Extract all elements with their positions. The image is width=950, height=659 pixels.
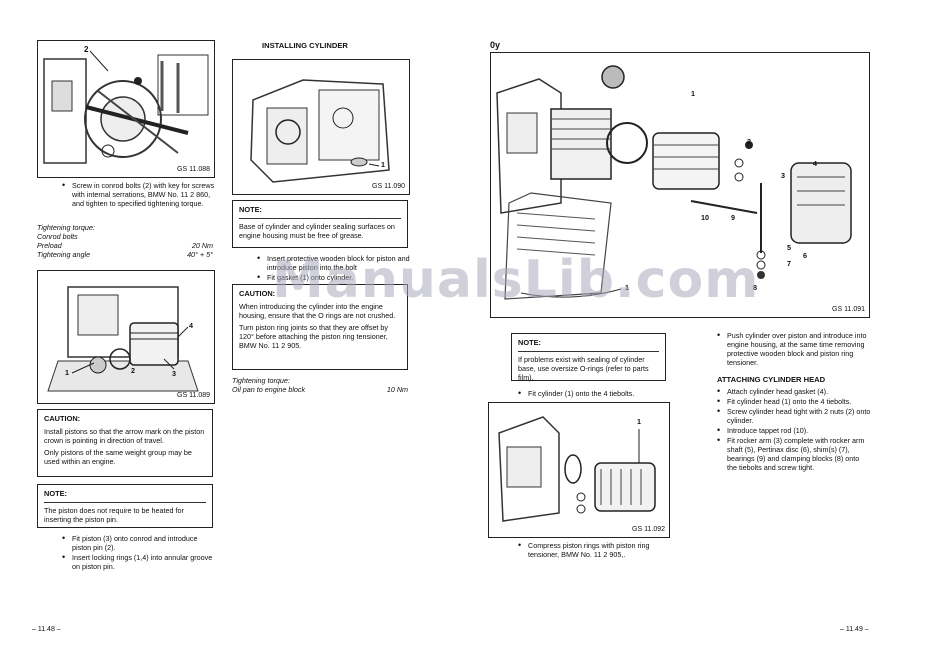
list-item: Push cylinder over piston and introduce … bbox=[717, 330, 871, 367]
torque-row-value: 40° + 5° bbox=[187, 250, 213, 259]
note-text: If problems exist with sealing of cylind… bbox=[518, 355, 649, 383]
figure-piston-install: 4 1 2 3 GS 11.089 bbox=[37, 270, 215, 404]
list-item: Fit rocker arm (3) complete with rocker … bbox=[717, 435, 871, 472]
push-cylinder-list: Push cylinder over piston and introduce … bbox=[717, 330, 871, 368]
figure-callout: 3 bbox=[781, 171, 785, 180]
compress-rings-list: Compress piston rings with piston ring t… bbox=[518, 540, 674, 560]
figure-label: GS 11.089 bbox=[177, 392, 210, 400]
caution-box-pistons: CAUTION: Install pistons so that the arr… bbox=[37, 409, 213, 477]
caution-box-cylinder: CAUTION: When introducing the cylinder i… bbox=[232, 284, 408, 370]
caution-title: CAUTION: bbox=[239, 289, 276, 298]
watermark: ManualsLib.com bbox=[272, 250, 760, 310]
note-box-cylinder-base: NOTE: Base of cylinder and cylinder seal… bbox=[232, 200, 408, 248]
conrod-bolts-illustration bbox=[43, 50, 209, 164]
caution-text: Install pistons so that the arrow mark o… bbox=[44, 427, 205, 446]
torque-row-value: 20 Nm bbox=[191, 241, 213, 250]
figure-callout: 6 bbox=[803, 251, 807, 260]
caution-title: CAUTION: bbox=[44, 414, 81, 423]
list-item: Screw cylinder head tight with 2 nuts (2… bbox=[717, 406, 871, 425]
attach-head-list: Attach cylinder head gasket (4). Fit cyl… bbox=[717, 386, 871, 473]
note-text: The piston does not require to be heated… bbox=[44, 506, 184, 525]
screw-instruction-list: Screw in conrod bolts (2) with key for s… bbox=[62, 180, 216, 209]
section-heading-attaching-head: ATTACHING CYLINDER HEAD bbox=[717, 375, 826, 384]
list-item: Fit cylinder head (1) onto the 4 tiebolt… bbox=[717, 396, 871, 407]
caution-text: When introducing the cylinder into the e… bbox=[239, 302, 396, 321]
torque-row-label: Oil pan to engine block bbox=[232, 385, 306, 394]
figure-label: GS 11.092 bbox=[632, 526, 665, 534]
figure-callout: 2 bbox=[747, 137, 751, 146]
figure-callout: 2 bbox=[131, 366, 135, 375]
list-item: Compress piston rings with piston ring t… bbox=[518, 540, 674, 559]
note-text: Base of cylinder and cylinder sealing su… bbox=[239, 222, 395, 241]
figure-callout: 10 bbox=[701, 213, 709, 222]
figure-callout: 7 bbox=[787, 259, 791, 268]
figure-label: GS 11.091 bbox=[832, 306, 865, 314]
figure-label: GS 11.088 bbox=[177, 166, 210, 174]
torque-row: Oil pan to engine block 10 Nm bbox=[232, 385, 408, 394]
figure-label: GS 11.090 bbox=[372, 183, 405, 191]
figure-callout: 9 bbox=[731, 213, 735, 222]
piston-instruction-list: Fit piston (3) onto conrod and introduce… bbox=[62, 533, 216, 572]
figure-callout: 1 bbox=[381, 160, 385, 169]
fit-cylinder-list: Fit cylinder (1) onto the 4 tiebolts. bbox=[518, 388, 668, 399]
cylinder-head-exploded-illustration bbox=[496, 65, 852, 300]
figure-fit-cylinder: 1 GS 11.092 bbox=[488, 402, 670, 538]
torque-spec-conrod: Tightening torque: Conrod bolts Preload … bbox=[37, 223, 213, 259]
torque-row-value: 10 Nm bbox=[386, 385, 408, 394]
list-item: Fit piston (3) onto conrod and introduce… bbox=[62, 533, 216, 552]
cylinder-gasket-illustration bbox=[250, 79, 390, 183]
list-item: Fit cylinder (1) onto the 4 tiebolts. bbox=[518, 388, 668, 399]
torque-row-label: Tightening angle bbox=[37, 250, 91, 259]
torque-row: Tightening angle 40° + 5° bbox=[37, 250, 213, 259]
figure-cylinder-gasket: 1 GS 11.090 bbox=[232, 59, 410, 195]
page-number-right: – 11.49 – bbox=[840, 626, 869, 633]
section-heading-installing-cylinder: INSTALLING CYLINDER bbox=[262, 41, 348, 50]
note-box-oversize-orings: NOTE: If problems exist with sealing of … bbox=[511, 333, 666, 383]
figure-callout: 8 bbox=[753, 283, 757, 292]
corner-mark: 0y bbox=[490, 40, 501, 50]
list-item: Screw in conrod bolts (2) with key for s… bbox=[62, 180, 216, 208]
torque-row: Preload 20 Nm bbox=[37, 241, 213, 250]
list-item: Insert locking rings (1,4) into annular … bbox=[62, 552, 216, 571]
torque-title: Tightening torque: bbox=[37, 223, 95, 232]
caution-text: Turn piston ring joints so that they are… bbox=[239, 323, 389, 351]
figure-conrod-bolts: 2 GS 11.088 bbox=[37, 40, 215, 178]
cylinder-prep-list: Insert protective wooden block for pisto… bbox=[257, 253, 411, 283]
caution-text: Only pistons of the same weight group ma… bbox=[44, 448, 192, 467]
note-title: NOTE: bbox=[239, 205, 262, 214]
figure-callout: 1 bbox=[65, 368, 69, 377]
figure-callout: 4 bbox=[189, 321, 193, 330]
figure-cylinder-head-exploded: 1 2 3 4 10 9 5 6 7 8 1 GS 11.091 bbox=[490, 52, 870, 318]
torque-subtitle: Conrod bolts bbox=[37, 232, 78, 241]
piston-install-illustration bbox=[47, 286, 199, 392]
figure-callout: 4 bbox=[813, 159, 817, 168]
figure-callout: 3 bbox=[172, 369, 176, 378]
note-title: NOTE: bbox=[518, 338, 541, 347]
list-item: Introduce tappet rod (10). bbox=[717, 425, 871, 436]
list-item: Fit gasket (1) onto cylinder. bbox=[257, 272, 411, 283]
list-item: Attach cylinder head gasket (4). bbox=[717, 386, 871, 397]
fit-cylinder-illustration bbox=[498, 416, 656, 522]
figure-callout: 1 bbox=[637, 417, 641, 426]
list-item: Insert protective wooden block for pisto… bbox=[257, 253, 411, 272]
torque-row-label: Preload bbox=[37, 241, 62, 250]
note-title: NOTE: bbox=[44, 489, 67, 498]
page-number-left: – 11.48 – bbox=[32, 626, 61, 633]
figure-callout: 1 bbox=[691, 89, 695, 98]
figure-callout: 5 bbox=[787, 243, 791, 252]
torque-title: Tightening torque: bbox=[232, 376, 290, 385]
note-box-piston-pin: NOTE: The piston does not require to be … bbox=[37, 484, 213, 528]
torque-spec-oil-pan: Tightening torque: Oil pan to engine blo… bbox=[232, 376, 408, 394]
figure-callout: 2 bbox=[84, 45, 89, 54]
figure-callout: 1 bbox=[625, 283, 629, 292]
